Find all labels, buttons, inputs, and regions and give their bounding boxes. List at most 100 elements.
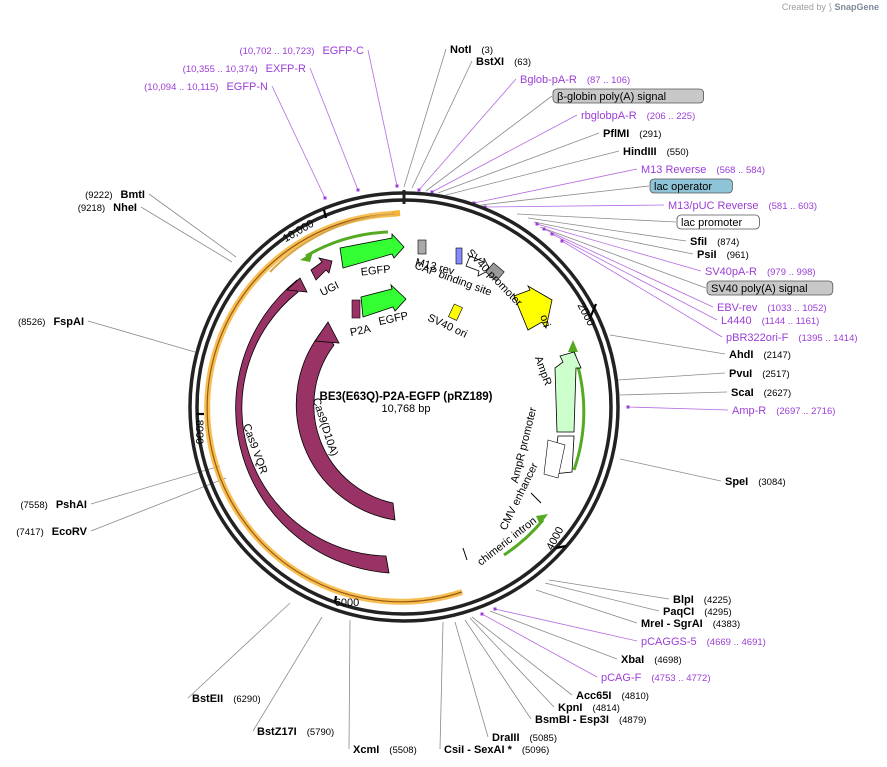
- feature-label-ori: ori: [537, 313, 552, 328]
- label-name: EGFP-N: [226, 81, 268, 93]
- label-position: (4879): [619, 715, 646, 726]
- plasmid-length: 10,768 bp: [382, 403, 431, 415]
- feature-intron-mark-1: [530, 492, 542, 504]
- label-name: Acc65I: [576, 690, 611, 702]
- label-position: (4295): [704, 607, 731, 618]
- label-pcag-f: pCAG-F(4753 .. 4772): [601, 672, 711, 684]
- leader-line: [348, 619, 351, 750]
- label-name: FspAI: [53, 316, 84, 328]
- label-name: pBR322ori-F: [726, 332, 789, 344]
- primer-marker: [550, 232, 554, 236]
- label-position: (4698): [654, 655, 681, 666]
- label-l4440: L4440(1144 .. 1161): [721, 315, 819, 327]
- label-position: (979 .. 998): [767, 267, 816, 278]
- label-name: SV40pA-R: [705, 266, 757, 278]
- leader-line: [454, 621, 489, 738]
- leader-line: [548, 579, 670, 600]
- label-box: [676, 214, 760, 230]
- label-position: (10,094 .. 10,115): [144, 82, 218, 93]
- label-name: lac operator: [654, 181, 712, 193]
- label-name: M13/pUC Reverse: [668, 200, 758, 212]
- leader-line: [561, 240, 723, 338]
- leader-line: [544, 582, 660, 612]
- label-position: (7417): [16, 527, 43, 538]
- label-name: PshAI: [56, 499, 87, 511]
- label-name: SpeI: [725, 476, 748, 488]
- feature-cmv-enhancer: [543, 439, 566, 479]
- label-name: SV40 poly(A) signal: [711, 283, 808, 295]
- primer-marker: [542, 227, 546, 231]
- leader-line: [411, 60, 473, 189]
- label-pflmi: PflMI(291): [603, 128, 661, 140]
- label-position: (9218): [78, 203, 105, 214]
- label-name: M13 Reverse: [641, 164, 706, 176]
- leader-line: [367, 49, 398, 187]
- label-ecorv: EcoRV(7417): [16, 526, 87, 538]
- label-lac-operator: lac operator: [649, 178, 733, 194]
- label-ahdi: AhdI (2147): [729, 349, 791, 361]
- label-egfp-c: EGFP-C (10,702 .. 10,723): [239, 45, 364, 57]
- feature-sv40-polya: [485, 262, 505, 282]
- label-mrei-sgrai: MreI - SgrAI(4383): [641, 618, 740, 630]
- snapgene-logo-icon: ⟆: [828, 2, 832, 12]
- feature-ori: [513, 284, 553, 331]
- feature-label-ampr: AmpR: [532, 355, 554, 388]
- label-bmti: BmtI(9222): [85, 189, 145, 201]
- label-name: ScaI: [731, 387, 754, 399]
- label-blpi: BlpI(4225): [673, 594, 731, 606]
- leader-line: [403, 48, 447, 188]
- feature-label-sv40-promoter: SV40 promoter: [464, 247, 524, 309]
- leader-line: [543, 228, 714, 308]
- leader-line: [418, 78, 517, 191]
- leader-line: [533, 221, 694, 255]
- leader-line: [551, 233, 718, 321]
- label-position: (63): [514, 57, 531, 68]
- feature-label-egfp: EGFP: [360, 263, 391, 278]
- label-position: (1395 .. 1414): [798, 333, 857, 344]
- label-sfii: SfiI(874): [690, 236, 739, 248]
- label-box: [706, 280, 834, 296]
- leader-line: [536, 223, 702, 272]
- label-sv40-poly-a-signal: SV40 poly(A) signal: [706, 280, 834, 296]
- label-position: (874): [717, 237, 739, 248]
- feature-egfp-top: [339, 232, 405, 269]
- tick-label: 6000: [335, 597, 359, 609]
- label-position: (1144 .. 1161): [762, 316, 820, 327]
- label-position: (6290): [233, 694, 260, 705]
- label-position: (4810): [621, 691, 648, 702]
- primer-marker: [535, 222, 539, 226]
- primer-marker: [626, 405, 630, 409]
- primer-marker: [560, 239, 564, 243]
- label-position: (2627): [764, 388, 791, 399]
- feature-label-egfp: EGFP: [377, 310, 409, 328]
- feature-lac: [455, 247, 463, 265]
- primer-marker: [417, 188, 421, 192]
- leader-line: [619, 458, 722, 482]
- label-position: (4383): [713, 619, 740, 630]
- feature-sv40-ori: [448, 303, 463, 321]
- label-pbr322ori-f: pBR322ori-F (1395 .. 1414): [726, 332, 858, 344]
- label-acc65i: Acc65I (4810): [576, 690, 649, 702]
- leader-line: [609, 334, 726, 355]
- leader-line: [431, 114, 578, 193]
- label-name: BlpI: [673, 594, 694, 606]
- label-name: lac promoter: [681, 217, 742, 229]
- feature-egfp-inner: [360, 283, 407, 318]
- label-name: EGFP-C: [322, 45, 364, 57]
- leader-line: [481, 613, 598, 678]
- leader-line: [309, 67, 359, 191]
- label-position: (2147): [763, 350, 790, 361]
- label-name: AhdI: [729, 349, 753, 361]
- primer-marker: [493, 607, 497, 611]
- label-position: (10,702 .. 10,723): [239, 46, 314, 57]
- plasmid-title: BE3(E63Q)-P2A-EGFP (pRZ189): [320, 391, 493, 403]
- label-xbai: XbaI(4698): [621, 654, 682, 666]
- leader-line: [617, 372, 726, 381]
- label-position: (568 .. 584): [716, 165, 765, 176]
- label-noti: NotI(3): [450, 44, 493, 56]
- feature-cas9-vqr: [235, 279, 390, 574]
- label-name: β-globin poly(A) signal: [557, 91, 666, 103]
- primer-marker: [395, 184, 399, 188]
- leader-line: [252, 616, 323, 732]
- label-name: BstEII: [192, 693, 223, 705]
